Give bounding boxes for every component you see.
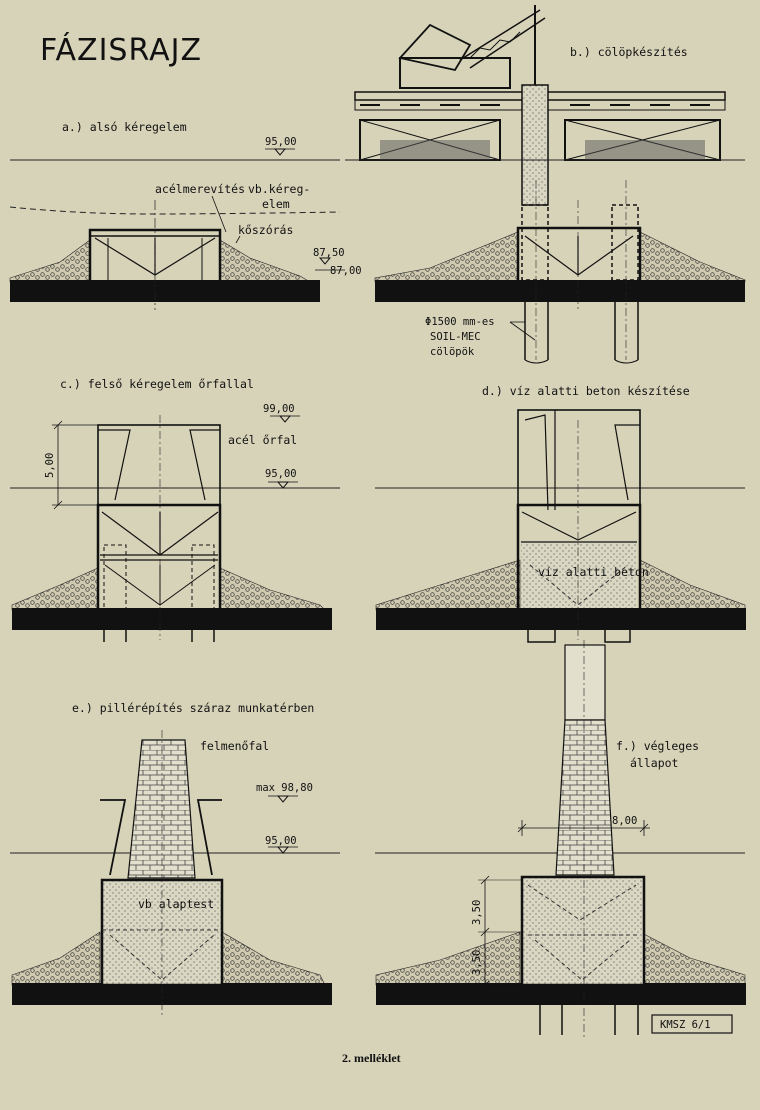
- phase-f-label: f.) végleges: [616, 739, 699, 753]
- phase-b-drawing: [345, 5, 746, 364]
- level-8750: 87,50: [313, 247, 345, 259]
- level-max: max 98,80: [256, 782, 313, 794]
- dim-800: 8,00: [612, 815, 637, 827]
- phase-c-label: c.) felső kéregelem őrfallal: [60, 377, 254, 391]
- underwater-concrete-label: víz alatti beton: [538, 565, 649, 579]
- phase-d-label: d.) víz alatti beton készítése: [482, 384, 690, 398]
- phase-f-label-2: állapot: [630, 756, 678, 770]
- piles-label: cölöpök: [430, 346, 475, 358]
- level-95-a: 95,00: [265, 136, 297, 148]
- crust-label: vb.kéreg-: [248, 182, 310, 196]
- phase-c-drawing: [10, 415, 340, 642]
- level-95-e: 95,00: [265, 835, 297, 847]
- phase-d-drawing: [375, 409, 746, 643]
- pile-diameter-label: Φ1500 mm-es: [425, 316, 495, 328]
- crust-label-2: elem: [262, 197, 290, 211]
- stamp-box: [651, 1014, 733, 1034]
- riprap-label: kőszórás: [238, 223, 293, 237]
- level-95-c: 95,00: [265, 468, 297, 480]
- rising-wall-label: felmenőfal: [200, 739, 269, 753]
- phase-b-label: b.) cölöpkészítés: [570, 45, 688, 59]
- phase-a-label: a.) alsó kéregelem: [62, 120, 187, 134]
- steel-wall-label: acél őrfal: [228, 433, 297, 447]
- stamp-text: KMSZ 6/1: [660, 1019, 711, 1031]
- dim-350-upper: 3,50: [471, 900, 483, 925]
- footer-annex: 2. melléklet: [342, 1051, 401, 1065]
- level-8700: 87,00: [330, 265, 362, 277]
- sheet-title: FÁZISRAJZ: [40, 32, 202, 68]
- phase-e-label: e.) pillérépítés száraz munkatérben: [72, 701, 314, 715]
- level-9900: 99,00: [263, 403, 295, 415]
- phase-f-drawing: [375, 640, 746, 1040]
- foundation-label: vb alaptest: [138, 897, 214, 911]
- pile-type-label: SOIL-MEC: [430, 331, 481, 343]
- dim-500: 5,00: [44, 453, 56, 478]
- phase-a-drawing: [9, 148, 345, 310]
- dim-350-lower: 3,50: [471, 950, 483, 975]
- stiffening-label: acélmerevítés: [155, 182, 245, 196]
- phase-e-drawing: [10, 730, 340, 1015]
